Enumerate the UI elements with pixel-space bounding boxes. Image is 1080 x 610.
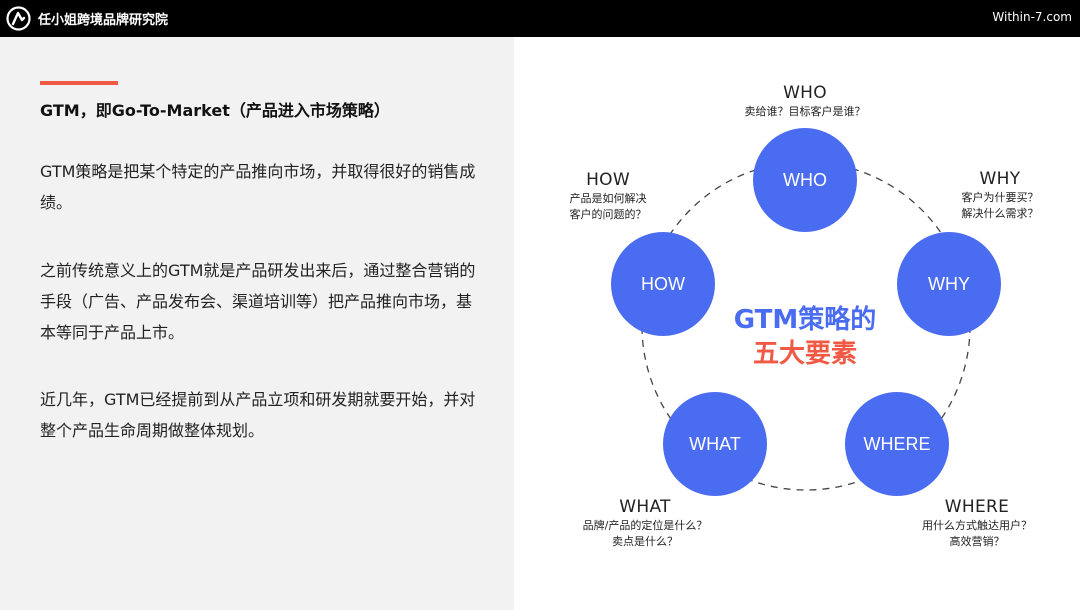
annotation-why-desc-2: 解决什么需求？: [961, 207, 1039, 220]
center-title-line-2: 五大要素: [752, 339, 857, 369]
accent-bar: [40, 81, 118, 85]
left-text-panel: GTM，即Go-To-Market（产品进入市场策略） GTM策略是把某个特定的…: [0, 37, 514, 610]
center-title-line-1: GTM策略的: [733, 305, 877, 335]
annotation-what-desc-2: 卖点是什么？: [612, 535, 678, 548]
node-how-label: HOW: [641, 274, 685, 294]
paragraph-definition: GTM策略是把某个特定的产品推向市场，并取得很好的销售成绩。: [40, 162, 476, 212]
annotation-who-desc-1: 卖给谁？目标客户是谁？: [744, 105, 866, 118]
headline: GTM，即Go-To-Market（产品进入市场策略）: [40, 101, 390, 120]
annotation-where-desc-1: 用什么方式触达用户？: [922, 519, 1032, 532]
node-where: WHERE: [845, 392, 949, 496]
node-what-circle: [663, 392, 767, 496]
node-what: WHAT: [663, 392, 767, 496]
site-url: Within-7.com: [992, 10, 1072, 24]
annotation-where-desc-2: 高效营销？: [949, 535, 1005, 548]
annotation-who-title: WHO: [783, 83, 827, 103]
annotation-how: HOW 产品是如何解决 客户的问题的？: [553, 170, 663, 223]
annotation-where-title: WHERE: [944, 497, 1010, 517]
node-who-circle: [753, 128, 857, 232]
annotation-why: WHY 客户为什要买？ 解决什么需求？: [945, 169, 1055, 222]
node-who-label: WHO: [783, 170, 827, 190]
brand-name: 任小姐跨境品牌研究院: [38, 13, 169, 28]
annotation-why-title: WHY: [979, 169, 1021, 189]
node-why: WHY: [897, 232, 1001, 336]
node-why-label: WHY: [928, 274, 970, 294]
node-where-label: WHERE: [864, 434, 931, 454]
node-what-label: WHAT: [689, 434, 741, 454]
annotation-what-title: WHAT: [619, 497, 671, 517]
annotation-where: WHERE 用什么方式触达用户？ 高效营销？: [912, 497, 1042, 550]
annotation-why-desc-1: 客户为什要买？: [961, 191, 1039, 204]
node-how: HOW: [611, 232, 715, 336]
diagram-center-title: GTM策略的 五大要素: [700, 303, 910, 371]
node-where-circle: [845, 392, 949, 496]
node-how-circle: [611, 232, 715, 336]
annotation-how-desc-2: 客户的问题的？: [569, 208, 647, 221]
annotation-who: WHO 卖给谁？目标客户是谁？: [715, 83, 895, 120]
annotation-how-title: HOW: [586, 170, 630, 190]
annotation-what-desc-1: 品牌/产品的定位是什么？: [582, 519, 708, 532]
top-bar: 任小姐跨境品牌研究院 Within-7.com: [0, 0, 1080, 37]
brand-logo-icon: [6, 6, 31, 31]
paragraph-recent: 近几年，GTM已经提前到从产品立项和研发期就要开始，并对整个产品生命周期做整体规…: [40, 390, 476, 440]
paragraph-traditional: 之前传统意义上的GTM就是产品研发出来后，通过整合营销的手段（广告、产品发布会、…: [40, 261, 476, 342]
node-who: WHO: [753, 128, 857, 232]
node-why-circle: [897, 232, 1001, 336]
annotation-what: WHAT 品牌/产品的定位是什么？ 卖点是什么？: [565, 497, 725, 550]
annotation-how-desc-1: 产品是如何解决: [569, 192, 647, 205]
